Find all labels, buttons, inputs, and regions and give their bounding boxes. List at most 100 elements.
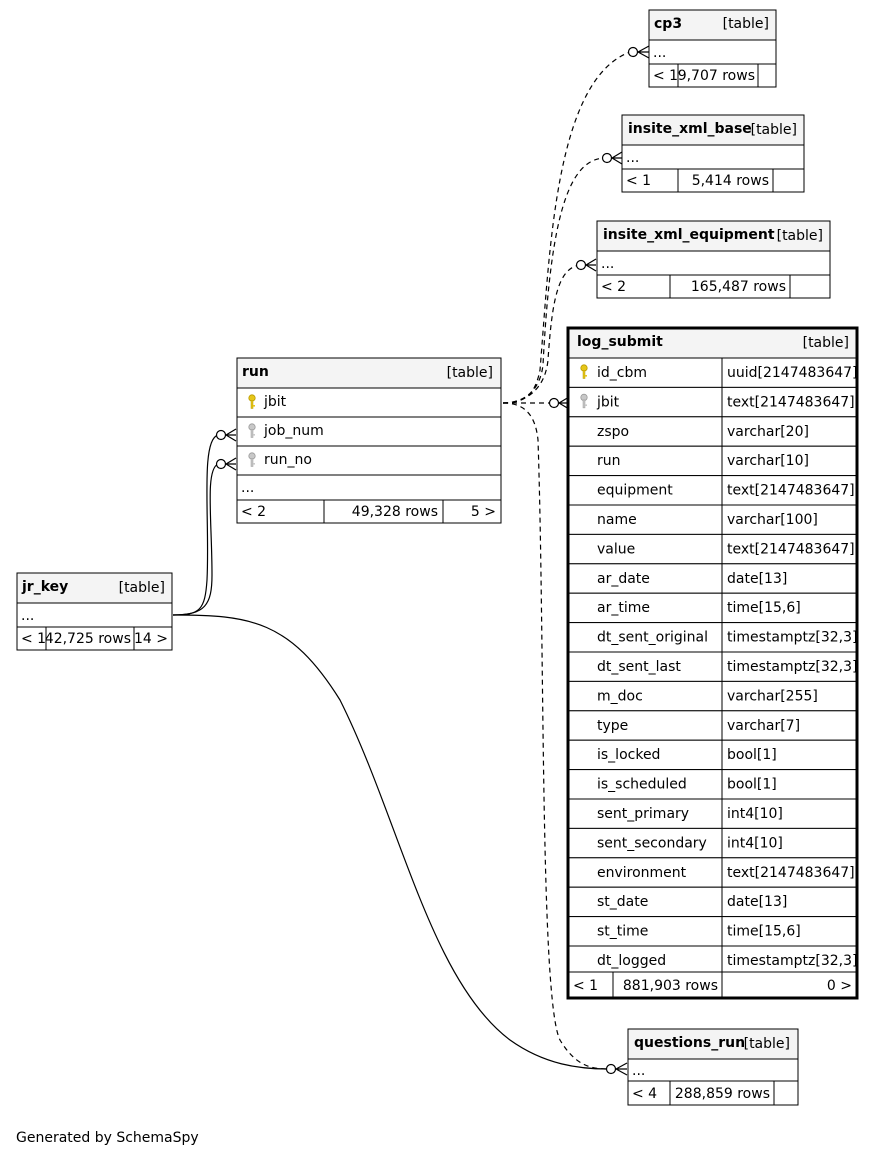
children-count: 14 > (134, 631, 168, 647)
table-cp3[interactable]: cp3 [table] ... < 1 9,707 rows (648, 9, 777, 88)
children-count: 0 > (827, 978, 852, 994)
column-name: sent_secondary (597, 835, 707, 851)
column-name: type (597, 718, 628, 734)
table-insite-xml-equipment[interactable]: insite_xml_equipment [table] ... < 2 165… (596, 220, 831, 299)
parents-count: < 1 (653, 68, 678, 84)
column-name: st_time (597, 924, 648, 940)
ellipsis-row: ... (601, 256, 614, 272)
column-type: varchar[255] (727, 688, 818, 704)
column-name: sent_primary (597, 806, 689, 822)
relationship-run-questions-run (502, 402, 609, 1070)
column-row[interactable]: type varchar[7] (567, 710, 858, 741)
focus-border (566, 326, 859, 1000)
column-type: bool[1] (727, 747, 777, 763)
column-type: uuid[2147483647] (727, 365, 858, 381)
table-type: [table] (723, 16, 769, 32)
column-type: timestamptz[32,3] (727, 659, 857, 675)
parents-count: < 4 (632, 1086, 657, 1102)
column-name: ar_time (597, 600, 650, 616)
column-row[interactable]: st_time time[15,6] (567, 916, 858, 947)
table-name: insite_xml_base (628, 121, 752, 137)
endpoint-cp3 (627, 45, 650, 59)
column-type: text[2147483647] (727, 394, 855, 410)
table-type: [table] (447, 365, 493, 381)
row-count: 165,487 rows (691, 279, 786, 295)
column-name: value (597, 541, 635, 557)
endpoint-insite-xml-equipment (575, 258, 597, 272)
relationship-run-insite-xml-equipment (502, 264, 581, 404)
column-type: varchar[10] (727, 453, 809, 469)
column-type: varchar[20] (727, 424, 809, 440)
column-name: dt_logged (597, 953, 666, 969)
column-type: date[13] (727, 571, 787, 587)
row-count: 9,707 rows (678, 68, 755, 84)
column-type: int4[10] (727, 806, 783, 822)
column-row[interactable]: environment text[2147483647] (567, 857, 858, 888)
ellipsis-row: ... (632, 1063, 645, 1079)
column-type: date[13] (727, 894, 787, 910)
column-type: text[2147483647] (727, 865, 855, 881)
table-type: [table] (119, 580, 165, 596)
column-name: dt_sent_original (597, 630, 708, 646)
table-type: [table] (803, 335, 849, 351)
ellipsis-row: ... (626, 150, 639, 166)
table-questions-run[interactable]: questions_run [table] ... < 4 288,859 ro… (627, 1028, 799, 1106)
table-run[interactable]: run [table] jbit job_num run_no ... < 2 … (236, 357, 502, 524)
column-type: text[2147483647] (727, 483, 855, 499)
column-name: zspo (597, 424, 629, 440)
column-name: job_num (263, 423, 324, 439)
ellipsis-row: ... (241, 480, 254, 496)
column-row[interactable]: dt_logged timestamptz[32,3] (567, 945, 858, 976)
table-name: jr_key (21, 579, 68, 595)
row-count: 288,859 rows (675, 1086, 770, 1102)
parents-count: < 1 (626, 173, 651, 189)
column-row[interactable]: sent_primary int4[10] (567, 798, 858, 829)
relationship-lines (172, 45, 650, 1076)
column-name: jbit (263, 394, 287, 410)
table-insite-xml-base[interactable]: insite_xml_base [table] ... < 1 5,414 ro… (621, 114, 805, 193)
column-row[interactable]: zspo varchar[20] (567, 416, 858, 447)
endpoint-insite-xml-base (601, 151, 623, 165)
table-jr-key[interactable]: jr_key [table] ... < 1 42,725 rows 14 > (16, 572, 173, 651)
row-count: 5,414 rows (692, 173, 769, 189)
table-type: [table] (744, 1036, 790, 1052)
row-count: 42,725 rows (45, 631, 131, 647)
table-name: insite_xml_equipment (603, 227, 775, 243)
table-type: [table] (777, 228, 823, 244)
relationship-run-insite-xml-base (502, 157, 605, 404)
endpoint-log-submit (548, 396, 570, 410)
row-count: 49,328 rows (352, 504, 438, 520)
relationship-jrkey-questions-run (172, 614, 609, 1070)
table-name: cp3 (654, 16, 682, 32)
column-row[interactable]: dt_sent_original timestamptz[32,3] (567, 622, 858, 653)
column-type: bool[1] (727, 777, 777, 793)
column-type: time[15,6] (727, 924, 801, 940)
table-name: questions_run (634, 1035, 745, 1051)
table-type: [table] (751, 122, 797, 138)
column-type: varchar[7] (727, 718, 800, 734)
parents-count: < 1 (21, 631, 46, 647)
parents-count: < 2 (241, 504, 266, 520)
parents-count: < 2 (601, 279, 626, 295)
column-type: timestamptz[32,3] (727, 630, 857, 646)
ellipsis-row: ... (21, 608, 34, 624)
ellipsis-row: ... (653, 45, 666, 61)
column-name: environment (597, 865, 687, 881)
column-type: timestamptz[32,3] (727, 953, 857, 969)
